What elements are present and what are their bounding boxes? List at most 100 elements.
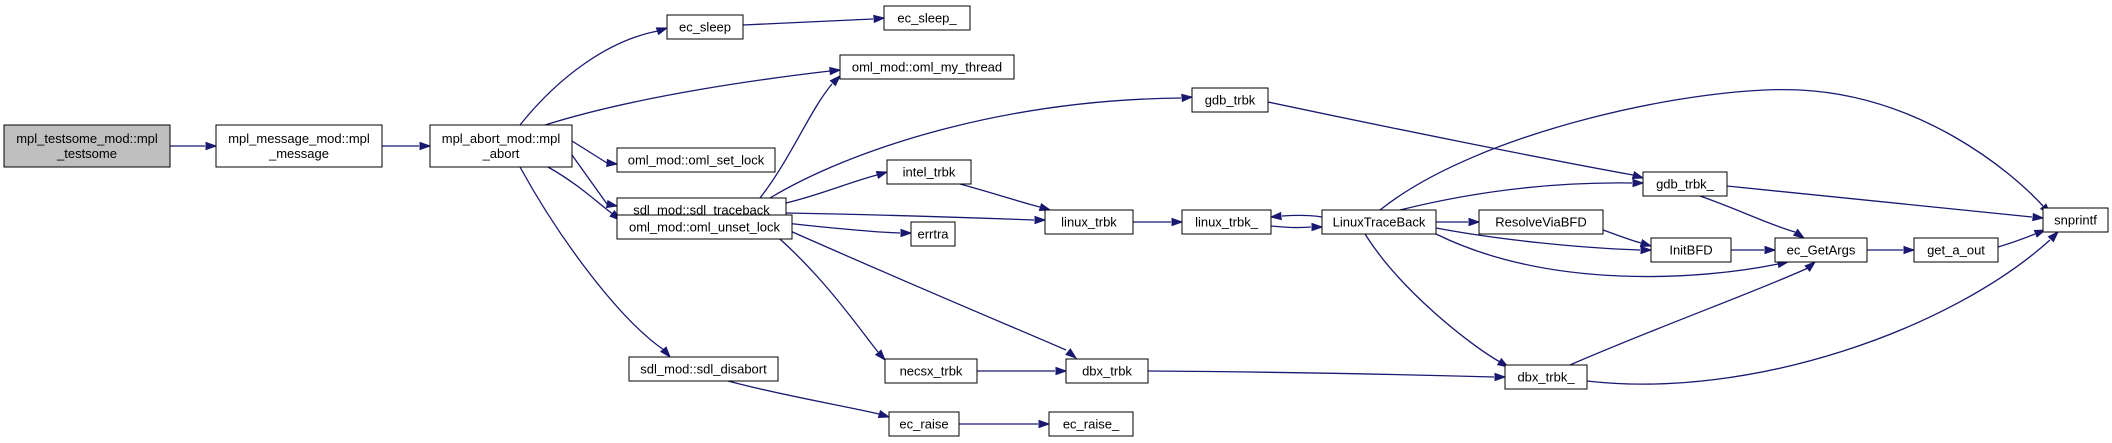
node-box <box>1048 411 1134 437</box>
node-label-line: _message <box>268 146 329 161</box>
edge-line <box>1435 227 1641 251</box>
edge-line <box>1270 225 1312 229</box>
node-ec_sleep_[interactable]: ec_sleep_ <box>883 5 971 31</box>
node-box <box>1913 237 1999 263</box>
node-linux_trbk_[interactable]: linux_trbk_ <box>1181 209 1272 235</box>
edge-arrowhead <box>419 141 432 151</box>
node-snprintf[interactable]: snprintf <box>2042 207 2109 233</box>
edge-LinuxTraceBack-to-ec_GetArgs <box>1435 233 1790 278</box>
edge-arrowhead <box>875 170 889 180</box>
edge-arrowhead <box>1640 245 1653 255</box>
node-label-line: snprintf <box>2054 213 2097 228</box>
edge-line <box>727 380 880 415</box>
node-mpl_abort[interactable]: mpl_abort_mod::mpl_abort <box>429 124 573 168</box>
node-box <box>1191 87 1269 113</box>
node-linux_trbk[interactable]: linux_trbk <box>1044 209 1134 235</box>
edge-line <box>1379 88 2044 211</box>
edge-arrowhead <box>605 199 619 209</box>
node-box <box>1504 364 1588 390</box>
edge-line <box>759 83 833 199</box>
edge-mpl_abort-to-oml_set_lock <box>571 140 619 168</box>
edge-necsx_trbk-to-dbx_trbk <box>977 366 1068 376</box>
node-label-line: intel_trbk <box>903 165 956 180</box>
edge-line <box>544 70 831 126</box>
node-gdb_trbk[interactable]: gdb_trbk <box>1191 87 1269 113</box>
node-necsx_trbk[interactable]: necsx_trbk <box>884 358 978 384</box>
node-ResolveViaBFD[interactable]: ResolveViaBFD <box>1478 209 1604 235</box>
node-ec_raise_[interactable]: ec_raise_ <box>1048 411 1134 437</box>
node-box <box>1065 358 1149 384</box>
node-mpl_testsome[interactable]: mpl_testsome_mod::mpl_testsome <box>3 124 171 168</box>
node-box <box>888 411 960 437</box>
node-box <box>616 147 776 173</box>
edge-arrowhead <box>829 66 842 76</box>
node-label-line: oml_mod::oml_set_lock <box>628 153 765 168</box>
edge-line <box>547 166 615 216</box>
edge-line <box>1281 214 1323 218</box>
edge-line <box>519 166 665 351</box>
node-box <box>883 5 971 31</box>
node-get_a_out[interactable]: get_a_out <box>1913 237 1999 263</box>
node-box <box>884 358 978 384</box>
node-label-line: gdb_trbk_ <box>1656 177 1715 192</box>
edge-sdl_disabort-to-ec_raise <box>727 380 891 419</box>
node-gdb_trbk_[interactable]: gdb_trbk_ <box>1642 171 1728 197</box>
node-LinuxTraceBack[interactable]: LinuxTraceBack <box>1321 209 1437 235</box>
node-box <box>215 124 383 168</box>
node-box <box>1044 209 1134 235</box>
edge-arrowhead <box>1632 178 1645 188</box>
node-InitBFD[interactable]: InitBFD <box>1650 237 1732 263</box>
node-label-line: linux_trbk_ <box>1195 215 1259 230</box>
edge-sdl_traceback-to-dbx_trbk <box>769 221 1078 359</box>
node-box <box>616 214 793 240</box>
node-errtra[interactable]: errtra <box>910 221 956 247</box>
node-box <box>666 14 744 40</box>
node-label-line: errtra <box>917 227 949 242</box>
node-ec_GetArgs[interactable]: ec_GetArgs <box>1774 237 1868 263</box>
node-box <box>910 221 956 247</box>
node-sdl_disabort[interactable]: sdl_mod::sdl_disabort <box>628 356 779 382</box>
edge-arrowhead <box>874 349 886 362</box>
node-label-line: oml_mod::oml_my_thread <box>852 60 1002 75</box>
edge-LinuxTraceBack-to-ResolveViaBFD <box>1436 217 1481 227</box>
node-box <box>886 159 972 185</box>
node-dbx_trbk_[interactable]: dbx_trbk_ <box>1504 364 1588 390</box>
edge-line <box>775 221 901 234</box>
edge-mpl_abort-to-sdl_traceback <box>571 154 619 209</box>
edge-arrowhead <box>1804 261 1817 273</box>
edge-line <box>1147 370 1495 378</box>
edge-line <box>959 183 1041 208</box>
edge-sdl_traceback-to-linux_trbk <box>785 212 1047 225</box>
node-intel_trbk[interactable]: intel_trbk <box>886 159 972 185</box>
edge-line <box>1997 233 2036 248</box>
node-oml_set_lock[interactable]: oml_mod::oml_set_lock <box>616 147 776 173</box>
edge-arrowhead <box>205 141 218 151</box>
node-mpl_message[interactable]: mpl_message_mod::mpl_message <box>215 124 383 168</box>
edge-ec_sleep-to-ec_sleep_ <box>742 14 886 26</box>
edge-arrowhead <box>1468 217 1481 227</box>
edge-arrowhead <box>606 158 619 168</box>
edge-sdl_traceback-to-gdb_trbk <box>769 93 1194 199</box>
node-oml_unset_lock[interactable]: oml_mod::oml_unset_lock <box>616 214 793 240</box>
edge-sdl_traceback-to-intel_trbk <box>785 170 889 204</box>
edge-LinuxTraceBack-to-linux_trbk_ <box>1269 211 1323 221</box>
edge-arrowhead <box>1065 348 1078 359</box>
node-label-line: _abort <box>482 146 520 161</box>
edge-line <box>1726 185 2033 218</box>
edge-line <box>519 30 659 126</box>
edge-dbx_trbk_-to-snprintf <box>1586 230 2060 385</box>
edge-mpl_abort-to-sdl_disabort <box>519 166 671 359</box>
node-oml_my_thread[interactable]: oml_mod::oml_my_thread <box>839 54 1015 80</box>
edge-line <box>1399 182 1633 211</box>
edge-arrowhead <box>877 409 891 419</box>
edge-line <box>742 18 874 26</box>
node-ec_sleep[interactable]: ec_sleep <box>666 14 744 40</box>
edge-linux_trbk_-to-LinuxTraceBack <box>1270 222 1324 232</box>
edge-arrowhead <box>1903 245 1916 255</box>
node-label-line: mpl_testsome_mod::mpl <box>16 131 158 146</box>
node-ec_raise[interactable]: ec_raise <box>888 411 960 437</box>
node-dbx_trbk[interactable]: dbx_trbk <box>1065 358 1149 384</box>
node-label-line: get_a_out <box>1927 243 1985 258</box>
node-label-line: sdl_mod::sdl_disabort <box>640 362 767 377</box>
